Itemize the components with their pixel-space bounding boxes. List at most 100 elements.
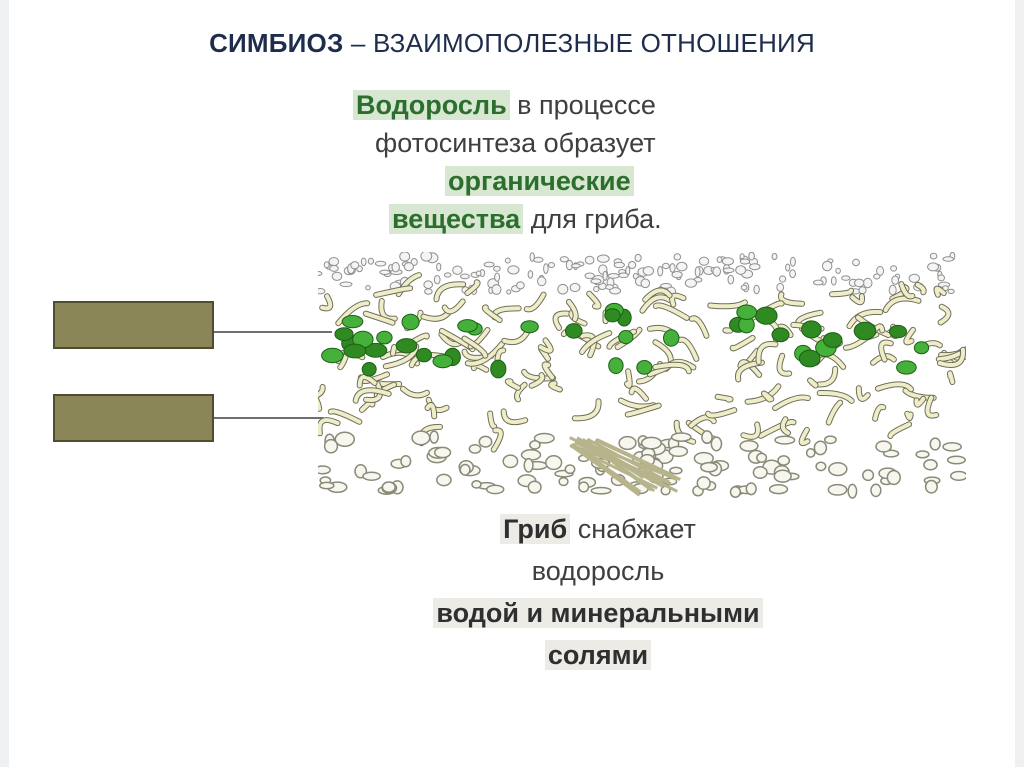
upper-cortex-cell — [399, 252, 411, 262]
lichen-layers — [318, 252, 966, 499]
lower-cortex-cell — [529, 440, 541, 450]
fungal-hypha — [817, 366, 838, 387]
algae-cell — [798, 349, 821, 368]
organic-keyword: органические — [445, 166, 634, 196]
upper-cortex-cell — [748, 252, 755, 261]
substances-keyword: вещества — [389, 204, 524, 234]
fungal-hypha — [488, 411, 497, 429]
algae-cell — [395, 338, 418, 354]
upper-cortex-cell — [830, 276, 837, 286]
upper-cortex-cell — [671, 271, 683, 279]
upper-cortex-cell — [367, 257, 375, 265]
rhizine-strand — [595, 437, 674, 477]
fungal-hypha — [875, 382, 913, 392]
lower-cortex-cell — [429, 430, 439, 444]
upper-cortex-cell — [854, 278, 865, 288]
upper-cortex-cell — [504, 257, 511, 264]
fungal-hypha — [538, 338, 553, 353]
upper-cortex-cell — [862, 277, 873, 289]
fungal-hypha — [529, 373, 545, 388]
upper-cortex-cell — [483, 261, 495, 268]
lower-cortex-cell — [847, 483, 858, 499]
lower-cortex-cell — [773, 469, 792, 483]
fungal-hypha — [847, 309, 883, 329]
algae-cell — [361, 362, 377, 377]
fungal-hypha — [425, 403, 437, 419]
fungal-hypha — [566, 299, 578, 322]
upper-cortex-cell — [493, 265, 501, 272]
title-bold: СИМБИОЗ — [209, 28, 344, 58]
upper-cortex-cell — [339, 281, 353, 288]
lower-cortex-cell — [756, 452, 768, 463]
upper-cortex-cell — [548, 262, 555, 268]
lower-cortex-cell — [590, 486, 612, 495]
algae-cell — [896, 360, 917, 375]
fungal-hypha — [640, 295, 672, 313]
algae-cell — [801, 320, 822, 339]
fungal-hypha — [320, 294, 333, 311]
upper-cortex-cell — [491, 284, 502, 295]
lower-cortex-cell — [362, 471, 381, 481]
upper-cortex-cell — [323, 261, 330, 269]
fungal-hypha — [879, 340, 893, 362]
upper-cortex-cell — [360, 257, 367, 267]
fungal-hypha — [401, 386, 429, 398]
upper-cortex-cell — [569, 282, 581, 293]
fungal-hypha — [738, 360, 762, 377]
upper-cortex-cell — [835, 267, 841, 274]
fungal-hypha — [482, 305, 502, 322]
lower-cortex-cell — [827, 483, 848, 496]
upper-cortex-cell — [727, 274, 735, 285]
upper-cortex-cell — [841, 275, 851, 281]
fungal-hypha — [777, 324, 793, 337]
algae-cell — [520, 320, 539, 334]
fungal-hypha — [328, 409, 362, 424]
algae-cell — [341, 315, 364, 329]
upper-cortex-cell — [722, 267, 735, 274]
upper-cortex-cell — [374, 260, 387, 267]
upper-cortex-cell — [776, 282, 785, 292]
upper-cortex-cell — [740, 284, 748, 291]
rhizine-strand — [578, 439, 661, 474]
fungal-hypha — [888, 422, 912, 438]
fungal-hypha — [730, 335, 755, 351]
lower-cortex-cell — [471, 480, 482, 489]
upper-cortex-cell — [716, 256, 723, 263]
upper-cortex-cell — [475, 270, 482, 277]
fungal-hypha — [318, 385, 325, 398]
lower-cortex-cell — [520, 449, 542, 461]
fungal-hypha — [934, 286, 946, 297]
upper-cortex-cell — [753, 284, 760, 295]
upper-cortex-cell — [596, 254, 610, 263]
fungal-hypha — [539, 347, 551, 361]
lower-cortex-cell — [815, 461, 827, 472]
upper-cortex-cell — [721, 257, 734, 266]
fungal-hypha — [653, 303, 689, 320]
upper-cortex-cell — [908, 273, 920, 283]
lower-cortex-cell — [875, 440, 892, 453]
upper-cortex-cell — [436, 262, 442, 272]
fungal-hypha — [643, 288, 672, 302]
lower-cortex-cell — [774, 435, 796, 445]
fungal-hypha — [553, 311, 570, 330]
lower-cortex-cell — [318, 465, 331, 475]
lower-cortex-cell — [777, 455, 791, 466]
algae-cell — [771, 327, 790, 343]
lower-cortex-cell — [870, 483, 882, 498]
label-box-algae[interactable] — [53, 301, 214, 349]
upper-cortex-cell — [527, 270, 534, 279]
fungal-hypha — [625, 403, 661, 417]
algae-cell — [636, 360, 653, 375]
label-box-fungus[interactable] — [53, 394, 214, 442]
fungal-hypha — [462, 336, 488, 358]
upper-cortex-cell — [607, 273, 620, 279]
lower-cortex-cell — [745, 482, 757, 496]
upper-cortex-cell — [739, 258, 751, 265]
upper-cortex-cell — [789, 269, 797, 279]
lower-cortex-cell — [942, 441, 962, 452]
upper-cortex-cell — [452, 265, 463, 275]
fungal-hypha — [938, 304, 951, 325]
lower-cortex-cell — [578, 481, 590, 493]
upper-cortex-cell — [890, 265, 898, 272]
fungal-hypha — [677, 337, 699, 361]
